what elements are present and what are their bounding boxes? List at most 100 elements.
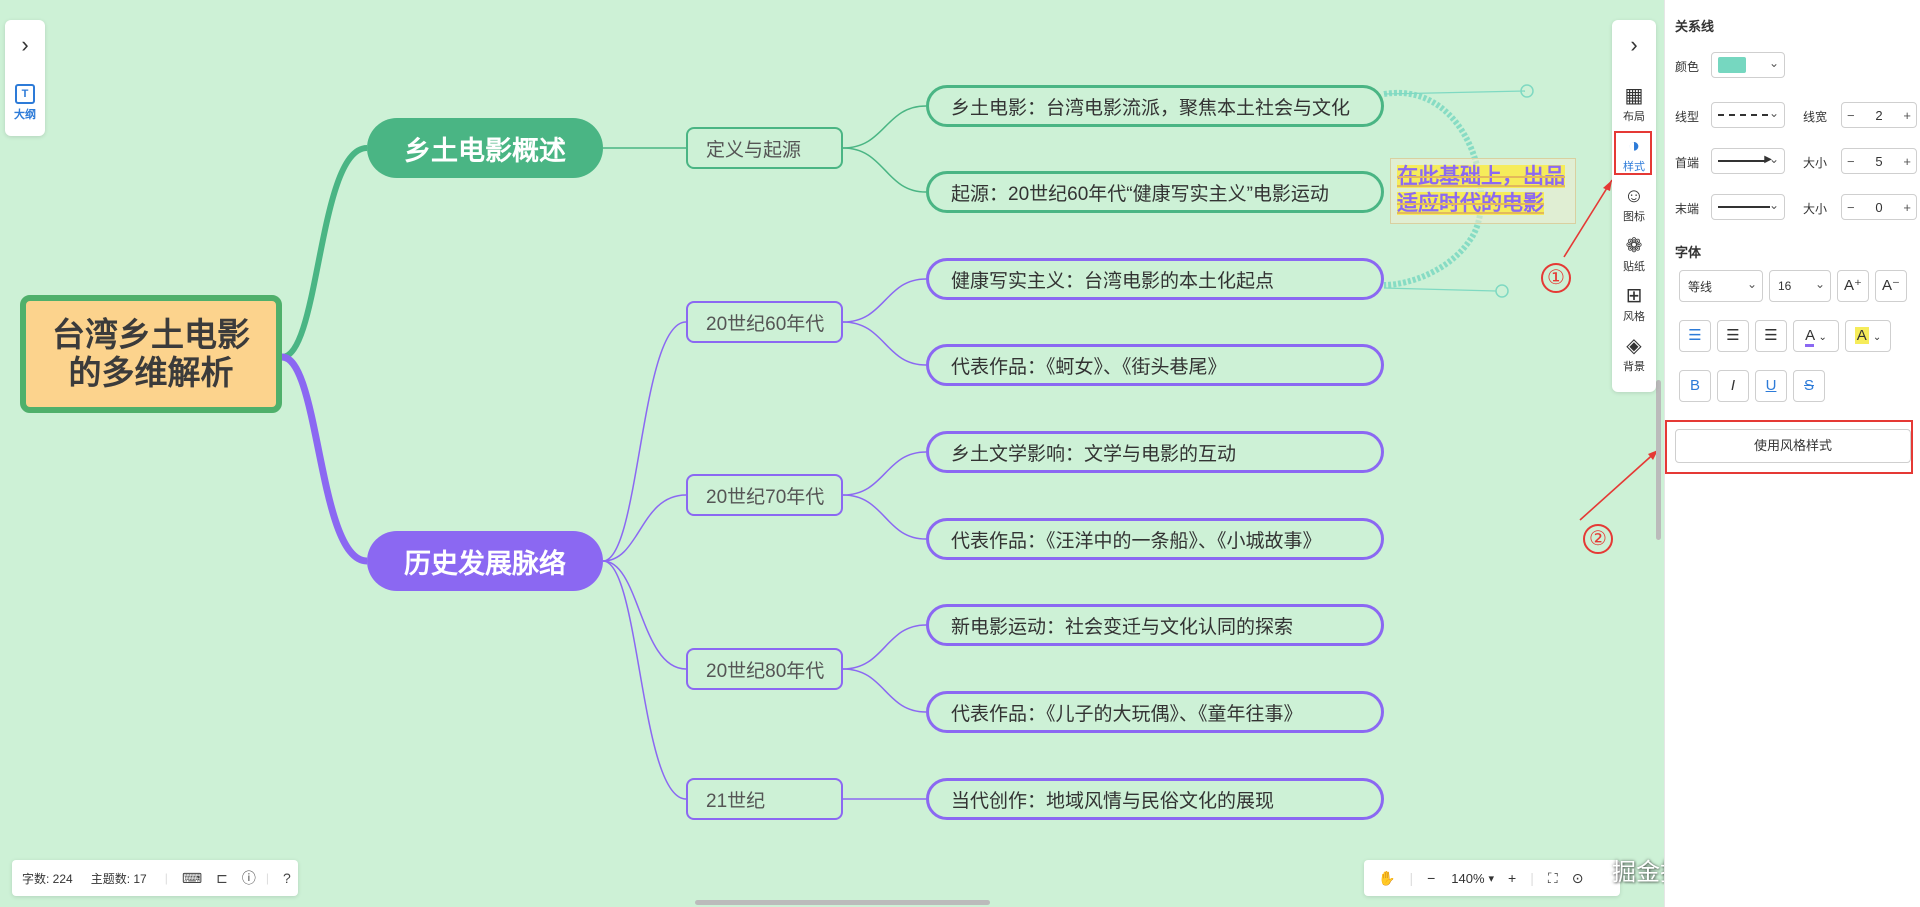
leaf-topic[interactable]: 乡土电影：台湾电影流派，聚焦本土社会与文化: [926, 85, 1384, 127]
zoom-level[interactable]: 140%: [1451, 870, 1485, 886]
start-arrow-select[interactable]: ▶ ⌄: [1711, 148, 1785, 174]
minus-icon[interactable]: −: [1847, 153, 1855, 169]
align-left-button[interactable]: ☰: [1679, 320, 1711, 352]
leaf-topic[interactable]: 代表作品：《儿子的大玩偶》、《童年往事》: [926, 691, 1384, 733]
underline-button[interactable]: U: [1755, 370, 1787, 402]
strikethrough-icon: S: [1803, 377, 1814, 394]
toolbar-label: 布局: [1623, 111, 1645, 123]
mindmap-canvas[interactable]: 台湾乡土电影 的多维解析 乡土电影概述 历史发展脉络 定义与起源 20世纪60年…: [0, 0, 1662, 907]
annotation-arrow-2: [1579, 449, 1659, 521]
branch-topic-history[interactable]: 历史发展脉络: [367, 531, 603, 591]
hand-tool-icon[interactable]: ✋: [1378, 869, 1396, 886]
locate-icon[interactable]: ⊙: [1571, 869, 1584, 886]
italic-button[interactable]: I: [1717, 370, 1749, 402]
font-increase-button[interactable]: A⁺: [1837, 270, 1869, 302]
start-size-stepper[interactable]: − 5 +: [1841, 148, 1917, 174]
zoom-chevron-down-icon[interactable]: ▾: [1488, 872, 1495, 885]
root-topic[interactable]: 台湾乡土电影 的多维解析: [20, 295, 282, 413]
dashed-line-icon: [1718, 114, 1768, 116]
chevron-down-icon: ⌄: [1746, 277, 1757, 291]
toolbar-item-background[interactable]: ◈ 背景: [1612, 334, 1656, 374]
toolbar-item-layout[interactable]: ▦ 布局: [1612, 84, 1656, 124]
divider: |: [164, 871, 168, 885]
chevron-down-icon: ⌄: [1768, 106, 1779, 120]
info-icon[interactable]: ⓘ: [241, 870, 256, 886]
line-width-value[interactable]: 2: [1875, 107, 1883, 123]
font-color-button[interactable]: A ⌄: [1793, 320, 1839, 352]
keyboard-icon[interactable]: ⌨: [181, 869, 203, 886]
relation-label[interactable]: 在此基础上，出品适应时代的电影: [1390, 158, 1576, 224]
horizontal-scrollbar[interactable]: [695, 900, 990, 905]
toolbar-item-sticker[interactable]: ❁ 贴纸: [1612, 234, 1656, 274]
toolbar-label: 样式: [1623, 161, 1645, 173]
leaf-topic[interactable]: 乡土文学影响：文学与电影的互动: [926, 431, 1384, 473]
end-label: 末端: [1675, 202, 1700, 216]
color-picker[interactable]: ⌄: [1711, 52, 1785, 78]
toolbar-item-theme[interactable]: ⊞ 风格: [1612, 284, 1656, 324]
font-decrease-icon: A⁻: [1882, 277, 1900, 294]
minus-icon[interactable]: −: [1847, 199, 1855, 215]
leaf-topic[interactable]: 代表作品：《蚵女》、《街头巷尾》: [926, 344, 1384, 386]
subtopic-21st-century[interactable]: 21世纪: [686, 778, 843, 820]
leaf-topic[interactable]: 新电影运动：社会变迁与文化认同的探索: [926, 604, 1384, 646]
branch-topic-overview[interactable]: 乡土电影概述: [367, 118, 603, 178]
align-center-button[interactable]: ☰: [1717, 320, 1749, 352]
vertical-scrollbar[interactable]: [1656, 380, 1661, 540]
leaf-topic[interactable]: 健康写实主义：台湾电影的本土化起点: [926, 258, 1384, 300]
property-panel: 关系线 颜色 ⌄ 线型 ⌄ 线宽 − 2 + 首端 ▶ ⌄ 大小 − 5 + 末…: [1664, 0, 1920, 907]
toolbar-label: 背景: [1623, 361, 1645, 373]
highlight-color-button[interactable]: A ⌄: [1845, 320, 1891, 352]
line-width-stepper[interactable]: − 2 +: [1841, 102, 1917, 128]
divider: |: [1409, 870, 1414, 886]
expand-chevron-icon[interactable]: ›: [21, 32, 29, 57]
use-style-button[interactable]: 使用风格样式: [1675, 429, 1911, 463]
line-type-label: 线型: [1675, 110, 1700, 124]
collapse-chevron-icon[interactable]: ›: [1630, 32, 1638, 57]
zoom-in-icon[interactable]: +: [1508, 870, 1517, 886]
end-size-value[interactable]: 0: [1875, 199, 1883, 215]
leaf-topic[interactable]: 代表作品：《汪洋中的一条船》、《小城故事》: [926, 518, 1384, 560]
status-bar: 字数: 224 主题数: 17 | ⌨ ⊏ ⓘ | ?: [12, 860, 298, 896]
relation-line-title: 关系线: [1675, 19, 1715, 34]
plus-icon[interactable]: +: [1903, 107, 1911, 123]
font-size-select[interactable]: 16 ⌄: [1769, 270, 1831, 302]
plus-icon[interactable]: +: [1903, 199, 1911, 215]
structure-icon[interactable]: ⊏: [216, 869, 228, 886]
subtopic-1980s[interactable]: 20世纪80年代: [686, 648, 843, 690]
toolbar-item-style[interactable]: ◑ 样式: [1612, 134, 1656, 174]
end-arrow-select[interactable]: ⌄: [1711, 194, 1785, 220]
subtopic-definition[interactable]: 定义与起源: [686, 127, 843, 169]
line-type-select[interactable]: ⌄: [1711, 102, 1785, 128]
start-size-value[interactable]: 5: [1875, 153, 1883, 169]
solid-line-icon: [1718, 206, 1770, 208]
subtopic-1970s[interactable]: 20世纪70年代: [686, 474, 843, 516]
annotation-marker-1: ①: [1541, 263, 1571, 293]
line-width-label: 线宽: [1803, 110, 1828, 124]
leaf-topic[interactable]: 当代创作：地域风情与民俗文化的展现: [926, 778, 1384, 820]
align-right-button[interactable]: ☰: [1755, 320, 1787, 352]
font-color-icon: A: [1805, 327, 1815, 347]
end-size-stepper[interactable]: − 0 +: [1841, 194, 1917, 220]
toolbar-item-icon[interactable]: ☺ 图标: [1612, 184, 1656, 224]
minus-icon[interactable]: −: [1847, 107, 1855, 123]
fit-screen-icon[interactable]: ⛶: [1547, 869, 1558, 886]
help-icon[interactable]: ?: [282, 870, 291, 886]
subtopic-1960s[interactable]: 20世纪60年代: [686, 301, 843, 343]
bold-button[interactable]: B: [1679, 370, 1711, 402]
plus-icon[interactable]: +: [1903, 153, 1911, 169]
zoom-out-icon[interactable]: −: [1427, 870, 1436, 886]
font-family-select[interactable]: 等线 ⌄: [1679, 270, 1763, 302]
font-decrease-button[interactable]: A⁻: [1875, 270, 1907, 302]
strikethrough-button[interactable]: S: [1793, 370, 1825, 402]
left-toolbar: › T 大纲: [5, 20, 45, 136]
relation-control-line-2: [1383, 287, 1497, 292]
leaf-topic[interactable]: 起源：20世纪60年代“健康写实主义”电影运动: [926, 171, 1384, 213]
relation-handle-2: [1495, 284, 1509, 298]
chevron-down-icon: ⌄: [1768, 152, 1779, 166]
arrow-line-icon: ▶: [1718, 154, 1772, 165]
annotation-arrow-1: [1563, 179, 1613, 258]
outline-button[interactable]: T 大纲: [5, 84, 45, 122]
chevron-down-icon: ⌄: [1768, 198, 1779, 212]
palette-icon: ◑: [1627, 135, 1641, 157]
text-outline-icon: T: [15, 84, 35, 104]
